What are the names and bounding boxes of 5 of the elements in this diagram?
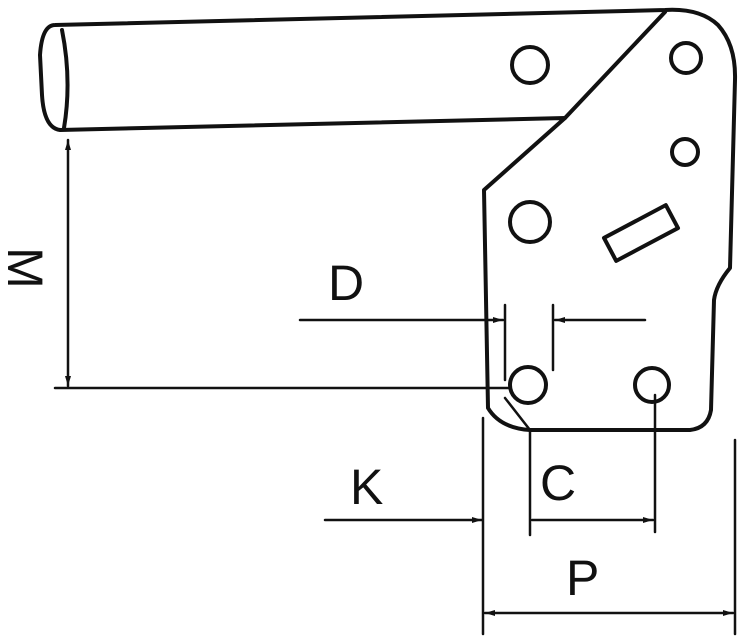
dimension-label: P: [566, 553, 600, 603]
dimension-label: C: [540, 458, 576, 508]
dimension-label: M: [0, 247, 50, 289]
dimension-label: D: [328, 258, 364, 308]
dimension-label: K: [350, 462, 384, 512]
